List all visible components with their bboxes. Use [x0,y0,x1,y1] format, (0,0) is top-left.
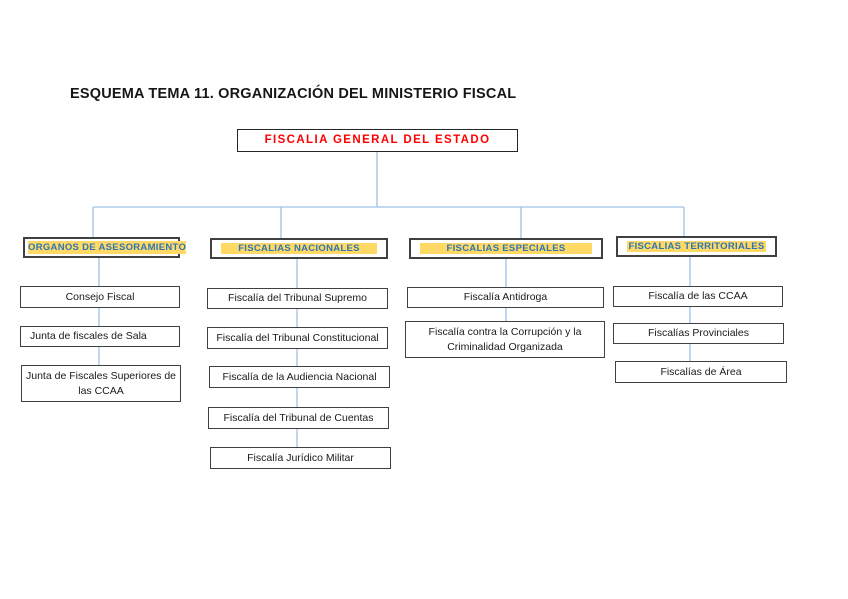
column-header-label: ORGANOS DE ASESORAMIENTO [28,241,187,254]
org-node-fiscalias-provinciales: Fiscalías Provinciales [613,323,784,344]
org-node-fiscalia-anticorrupcion: Fiscalía contra la Corrupción y la Crimi… [405,321,605,358]
org-node-fiscalia-antidroga: Fiscalía Antidroga [407,287,604,308]
column-header-organos-asesoramiento: ORGANOS DE ASESORAMIENTO [23,237,187,258]
org-node-junta-fiscales-sala: Junta de fiscales de Sala [20,326,180,347]
column-header-fiscalias-especiales: FISCALIAS ESPECIALES [409,238,603,259]
column-header-label: FISCALIAS TERRITORIALES [627,241,766,252]
page-title: ESQUEMA TEMA 11. ORGANIZACIÓN DEL MINIST… [70,86,517,102]
org-node-fiscalia-ccaa: Fiscalía de las CCAA [613,286,783,307]
org-node-consejo-fiscal: Consejo Fiscal [20,286,180,308]
org-node-fiscalia-tribunal-cuentas: Fiscalía del Tribunal de Cuentas [208,407,389,429]
org-node-junta-fiscales-superiores-ccaa: Junta de Fiscales Superiores de las CCAA [21,365,181,402]
column-header-fiscalias-nacionales: FISCALIAS NACIONALES [210,238,388,259]
org-node-fiscalia-tribunal-supremo: Fiscalía del Tribunal Supremo [207,288,388,309]
org-node-fiscalias-area: Fiscalías de Área [615,361,787,383]
root-node: FISCALIA GENERAL DEL ESTADO [237,129,518,152]
org-node-fiscalia-audiencia-nacional: Fiscalía de la Audiencia Nacional [209,366,390,388]
column-header-label: FISCALIAS NACIONALES [221,243,377,254]
org-node-fiscalia-juridico-militar: Fiscalía Jurídico Militar [210,447,391,469]
root-node-label: FISCALIA GENERAL DEL ESTADO [264,134,491,147]
org-node-fiscalia-tribunal-constitucional: Fiscalía del Tribunal Constitucional [207,327,388,349]
column-header-fiscalias-territoriales: FISCALIAS TERRITORIALES [616,236,777,257]
column-header-label: FISCALIAS ESPECIALES [420,243,592,254]
